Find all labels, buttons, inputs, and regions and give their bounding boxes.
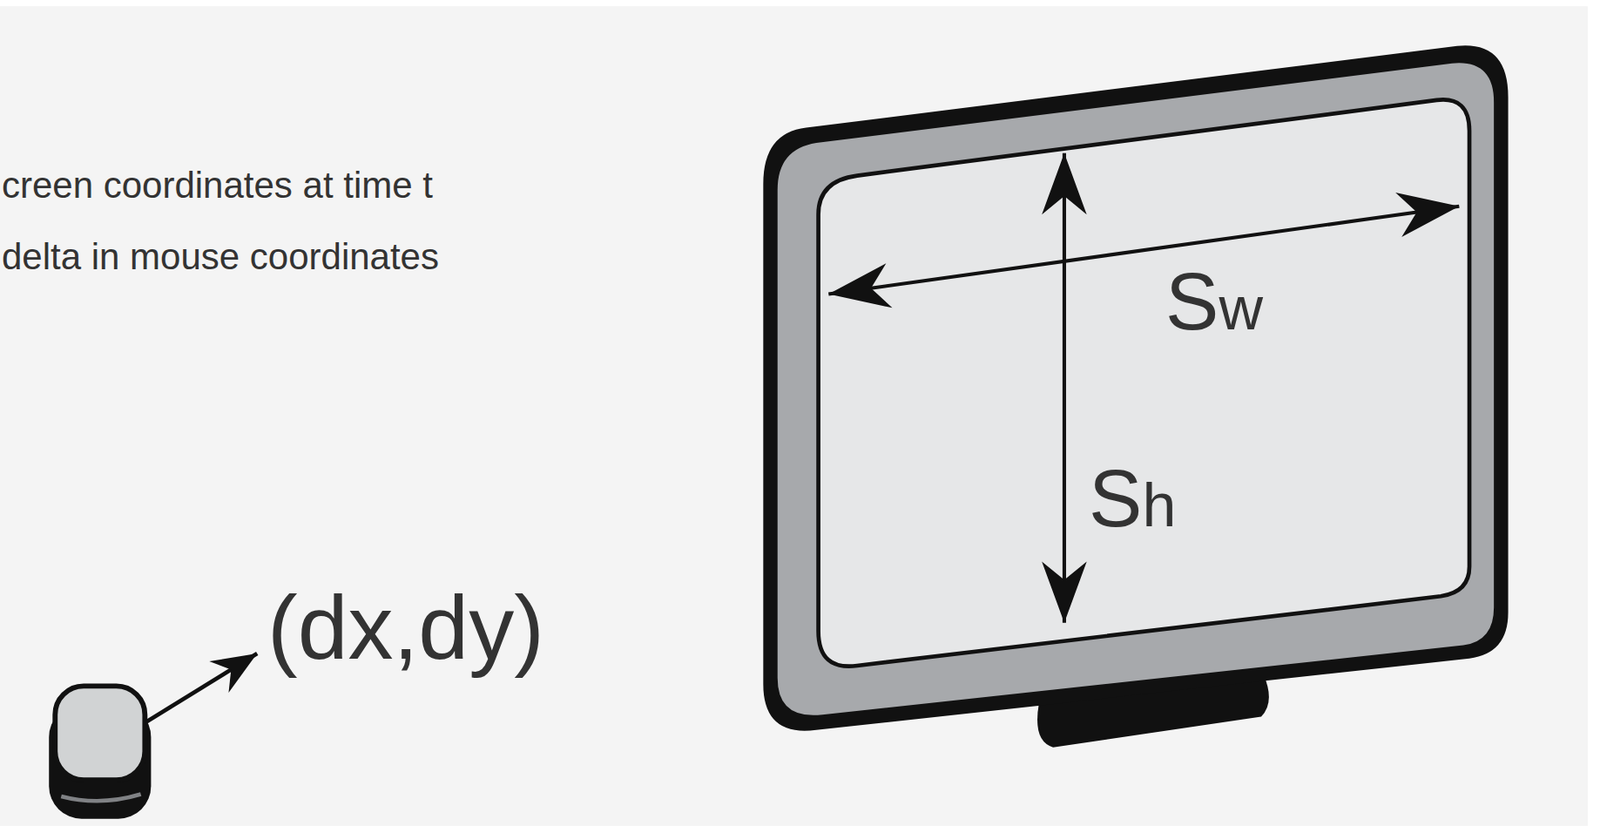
- mouse-band: [60, 794, 141, 802]
- delta-label: (dx,dy): [267, 581, 545, 673]
- mouse-top: [54, 685, 145, 780]
- note-text: creen coordinates at time t: [1, 167, 433, 204]
- note-text: delta in mouse coordinates: [1, 238, 439, 276]
- dimension-label: Sh: [1088, 458, 1176, 539]
- height-arrow: [1062, 153, 1067, 623]
- dimension-label: Sw: [1165, 261, 1263, 342]
- monitor-screen: [818, 99, 1470, 666]
- monitor-bezel: [777, 62, 1494, 715]
- width-arrow: [828, 206, 1459, 295]
- slide-background: [0, 6, 1588, 826]
- monitor-frame: [762, 45, 1508, 730]
- motion-arrow: [144, 653, 257, 723]
